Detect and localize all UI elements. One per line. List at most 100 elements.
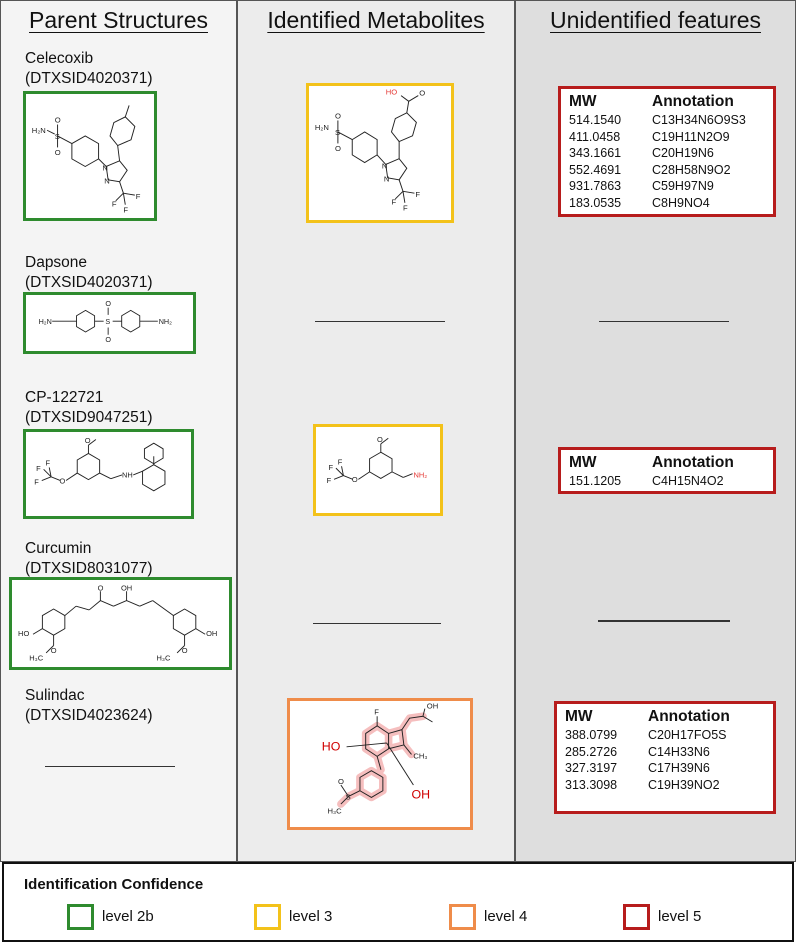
- f-label: F: [415, 190, 420, 199]
- s-label: S: [335, 128, 340, 137]
- dapsone-structure-drawing: H₂N S O O NH₂: [39, 299, 173, 344]
- o-label: O: [105, 335, 111, 344]
- annotation-value: C13H34N6O9S3: [652, 113, 746, 127]
- h3c-label: H₃C: [29, 653, 43, 662]
- table-row: 514.1540 C13H34N6O9S3: [569, 112, 746, 129]
- o-label: O: [335, 112, 341, 121]
- ho-label: HO: [322, 740, 341, 754]
- identified-metabolites-column: Identified Metabolites H₂N: [237, 0, 515, 862]
- compound-label-cp122721: CP-122721 (DTXSID9047251): [25, 388, 153, 428]
- h3c-label: H₃C: [157, 653, 171, 662]
- annotation-value: C19H39NO2: [648, 777, 720, 792]
- celecoxib-structure-drawing: H₂N S O O N N F F F: [32, 105, 141, 214]
- n-label: N: [104, 177, 110, 186]
- s-label: S: [55, 132, 60, 141]
- mw-value: 313.3098: [565, 777, 618, 792]
- compound-label-sulindac: Sulindac (DTXSID4023624): [25, 686, 153, 726]
- o-label: O: [335, 144, 341, 153]
- annotation-header: Annotation: [652, 454, 734, 471]
- oh-label: OH: [427, 702, 438, 711]
- legend-label: level 2b: [102, 908, 154, 925]
- mw-value: 151.1205: [569, 474, 622, 488]
- compound-label-curcumin: Curcumin (DTXSID8031077): [25, 539, 153, 579]
- legend-label: level 4: [484, 908, 528, 925]
- mw-value: 552.4691: [569, 162, 622, 177]
- table-row: 313.3098 C19H39NO2: [565, 777, 730, 794]
- legend-swatch: [67, 904, 94, 930]
- no-structure-line: [45, 766, 175, 767]
- f-label: F: [374, 707, 379, 716]
- nh-label: NH: [122, 471, 133, 480]
- compound-label-celecoxib: Celecoxib (DTXSID4020371): [25, 49, 153, 89]
- f-label: F: [34, 477, 39, 486]
- parent-structures-header: Parent Structures: [29, 7, 208, 33]
- table-row: 343.1661 C20H19N6: [569, 145, 746, 162]
- h2n-label: H₂N: [315, 123, 329, 132]
- f-label: F: [136, 192, 141, 201]
- celecoxib-structure: H₂N S O O N N F F F: [23, 91, 157, 221]
- f-label: F: [112, 200, 117, 209]
- nh2-label: NH₂: [414, 470, 428, 479]
- o-label: O: [51, 646, 57, 655]
- confidence-legend: Identification Confidence level 2b level…: [2, 862, 794, 942]
- annotation-header: Annotation: [648, 708, 730, 725]
- legend-label: level 3: [289, 908, 333, 925]
- annotation-value: C20H17FO5S: [648, 728, 727, 742]
- annotation-value: C59H97N9: [652, 179, 714, 194]
- f-label: F: [338, 457, 343, 466]
- annotation-value: C20H19N6: [652, 146, 714, 161]
- sulindac-metabolite-structure: F OH CH₃ S O H₃C HO OH: [287, 698, 473, 830]
- o-label: O: [352, 475, 358, 484]
- annotation-value: C14H33N6: [648, 744, 710, 759]
- annotation-header: Annotation: [652, 93, 734, 110]
- o-label: O: [60, 476, 66, 485]
- legend-swatch: [623, 904, 650, 930]
- f-label: F: [36, 464, 41, 473]
- no-metabolite-line: [315, 321, 445, 322]
- n-label: N: [384, 175, 390, 184]
- table-row: 327.3197 C17H39N6: [565, 760, 730, 777]
- f-label: F: [123, 205, 128, 214]
- o-label: O: [105, 299, 111, 308]
- s-label: S: [346, 792, 351, 801]
- legend-title: Identification Confidence: [24, 876, 204, 893]
- ho-label: HO: [386, 88, 398, 97]
- legend-swatch: [449, 904, 476, 930]
- f-label: F: [327, 476, 332, 485]
- h2n-label: H₂N: [32, 126, 46, 135]
- mw-value: 514.1540: [569, 113, 622, 127]
- celecoxib-metabolite-drawing: H₂N S O O N N F F F O HO: [315, 88, 425, 213]
- mw-value: 285.2726: [565, 744, 618, 759]
- compound-name: Celecoxib: [25, 50, 94, 67]
- h2n-label: H₂N: [39, 317, 52, 326]
- dapsone-structure: H₂N S O O NH₂: [23, 292, 196, 354]
- compound-id: (DTXSID9047251): [25, 409, 153, 426]
- mw-value: 183.0535: [569, 195, 622, 210]
- identified-metabolites-header: Identified Metabolites: [267, 7, 485, 33]
- f-label: F: [328, 463, 333, 472]
- curcumin-structure: O OH HO O H₃C OH O H₃C: [9, 577, 232, 670]
- mw-value: 327.3197: [565, 761, 618, 776]
- compound-id: (DTXSID4020371): [25, 70, 153, 87]
- no-feature-line: [599, 321, 729, 322]
- mw-value: 931.7863: [569, 179, 622, 194]
- compound-id: (DTXSID4023624): [25, 707, 153, 724]
- unidentified-features-header: Unidentified features: [550, 7, 761, 33]
- mw-value: 343.1661: [569, 146, 622, 161]
- nh2-label: NH₂: [159, 317, 172, 326]
- o-label: O: [182, 646, 188, 655]
- annotation-value: C17H39N6: [648, 761, 710, 776]
- oh-label: OH: [121, 583, 132, 592]
- table-row: 285.2726 C14H33N6: [565, 744, 730, 761]
- compound-name: Sulindac: [25, 687, 85, 704]
- oh-label: OH: [412, 787, 431, 801]
- f-label: F: [46, 459, 51, 468]
- o-label: O: [98, 583, 104, 592]
- h3c-label: H₃C: [328, 807, 343, 816]
